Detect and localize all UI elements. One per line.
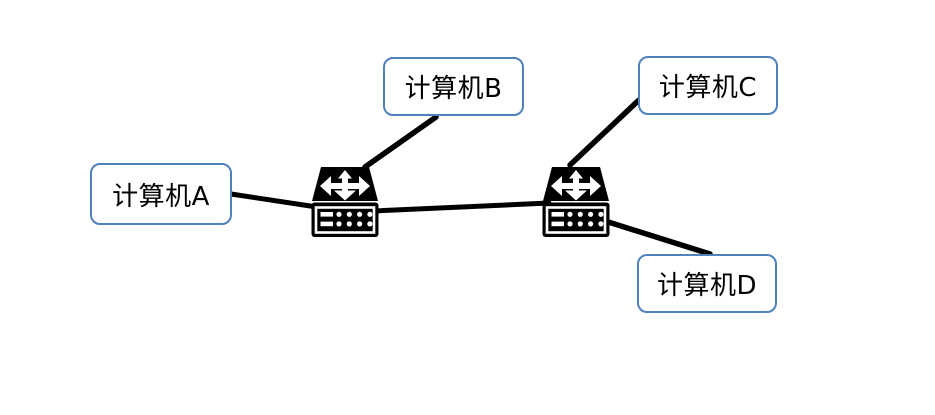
node-computer-c-label: 计算机C bbox=[658, 73, 758, 103]
node-computer-d-label: 计算机D bbox=[656, 271, 758, 301]
node-computer-b: 计算机B bbox=[383, 57, 524, 116]
node-computer-a: 计算机A bbox=[90, 163, 232, 225]
four-way-arrow-icon bbox=[551, 170, 601, 201]
switch-ports bbox=[320, 211, 373, 227]
node-computer-a-label: 计算机A bbox=[112, 181, 210, 212]
edge-computer-d-to-switch-2 bbox=[599, 217, 713, 257]
edge-computer-b-to-switch-1 bbox=[362, 114, 439, 170]
switch-2 bbox=[542, 167, 610, 237]
node-computer-c: 计算机C bbox=[638, 56, 778, 115]
node-computer-d: 计算机D bbox=[637, 254, 777, 313]
node-computer-b-label: 计算机B bbox=[404, 74, 503, 104]
switch-1 bbox=[311, 167, 379, 237]
workgroup-switch-icon bbox=[542, 167, 610, 237]
four-way-arrow-icon bbox=[320, 170, 370, 201]
workgroup-switch-icon bbox=[311, 167, 379, 237]
edge-switch-1-to-switch-2 bbox=[371, 200, 552, 214]
edge-computer-c-to-switch-2 bbox=[567, 97, 642, 168]
switch-ports bbox=[551, 211, 604, 227]
